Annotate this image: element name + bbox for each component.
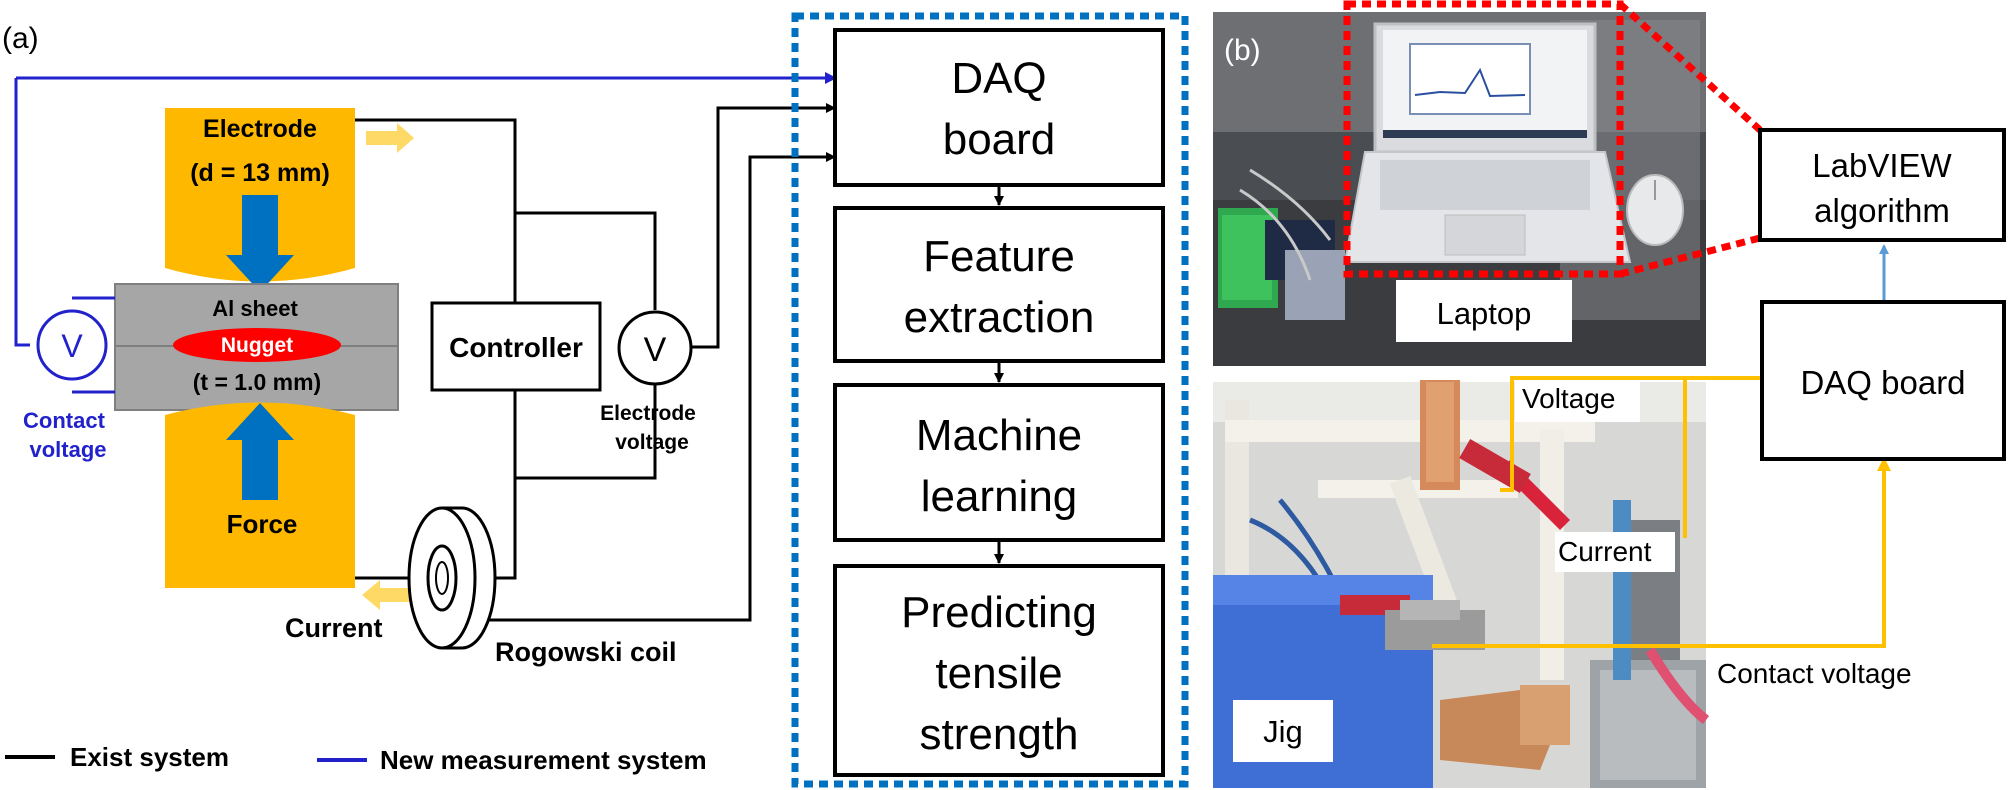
electrode-voltmeter-symbol: V xyxy=(644,331,667,369)
flow-step-feature-line1: Feature xyxy=(923,232,1075,281)
legend-label-new: New measurement system xyxy=(380,745,707,775)
electrode-voltmeter-bottom-wire xyxy=(515,385,657,480)
flow-step-feature-line2: extraction xyxy=(904,293,1095,342)
force-label: Force xyxy=(227,509,298,539)
highlight-connector-bottom xyxy=(1619,234,1761,278)
electrode-voltmeter-top-wire xyxy=(515,211,657,310)
controller-box xyxy=(430,301,602,392)
flow-step-ml-line1: Machine xyxy=(916,411,1082,460)
flow-step-daq-board xyxy=(833,28,1165,187)
force-arrow-down xyxy=(226,195,294,292)
upper-current-arrow xyxy=(366,123,414,153)
flow-step-feature-extraction xyxy=(833,206,1165,363)
current-label-box xyxy=(1555,532,1675,572)
flow-dashed-border xyxy=(791,12,1189,788)
laptop-label-box xyxy=(1396,280,1572,342)
flow-step-predict-line2: tensile xyxy=(935,649,1062,698)
contact-voltage-label-line1: Contact xyxy=(23,408,106,433)
laptop-photo xyxy=(1213,12,1706,366)
flow-step-predicting-strength xyxy=(833,564,1165,777)
current-signal-label: Current xyxy=(1558,536,1652,567)
nugget xyxy=(173,328,341,362)
current-label: Current xyxy=(285,613,383,643)
nugget-label: Nugget xyxy=(221,334,293,357)
laptop-label: Laptop xyxy=(1437,296,1532,331)
controller-label: Controller xyxy=(449,332,583,363)
electrode-voltage-label-line1: Electrode xyxy=(600,402,696,425)
voltage-signal-line xyxy=(1500,376,1762,492)
contact-voltage-label-line2: voltage xyxy=(29,437,106,462)
sheet-thickness-label: (t = 1.0 mm) xyxy=(193,369,321,395)
flow-step-ml-line2: learning xyxy=(921,472,1078,521)
al-sheet-label: Al sheet xyxy=(212,296,298,321)
flow-step-daq-line2: board xyxy=(943,115,1056,164)
labview-line2: algorithm xyxy=(1814,192,1950,229)
voltage-label: Voltage xyxy=(1522,383,1615,414)
contact-voltage-signal-line xyxy=(1432,457,1891,648)
electrode-voltage-label-line2: voltage xyxy=(615,431,689,454)
flow-step-predict-line1: Predicting xyxy=(901,588,1097,637)
contact-voltmeter xyxy=(36,309,108,381)
flow-step-daq-line1: DAQ xyxy=(951,54,1046,103)
contact-voltmeter-leads xyxy=(72,296,115,394)
laptop-highlight-box xyxy=(1343,0,1624,278)
jig-label-box xyxy=(1233,700,1333,762)
electrode-diameter-label: (d = 13 mm) xyxy=(190,159,330,187)
labview-line1: LabVIEW xyxy=(1812,147,1952,184)
voltage-label-box xyxy=(1515,380,1640,422)
rogowski-coil-core xyxy=(435,561,449,595)
electrode-voltmeter xyxy=(617,310,693,386)
panel-b-label: (b) xyxy=(1224,34,1261,67)
upper-electrode xyxy=(165,108,355,282)
contact-voltage-wire-top xyxy=(14,78,30,347)
contact-voltage-signal-label: Contact voltage xyxy=(1717,658,1912,689)
daq-board-box xyxy=(1760,300,2006,461)
panel-a-label: (a) xyxy=(2,22,39,55)
force-arrow-up xyxy=(226,403,294,500)
electrode-label: Electrode xyxy=(203,115,317,143)
jig-label: Jig xyxy=(1263,714,1303,749)
daq-board-label: DAQ board xyxy=(1800,364,1965,401)
upper-electrode-wire xyxy=(355,118,517,303)
flow-step-predict-line3: strength xyxy=(920,710,1079,759)
labview-algorithm-box xyxy=(1758,128,2006,242)
flow-step-machine-learning xyxy=(833,383,1165,542)
legend-label-exist: Exist system xyxy=(70,742,229,772)
contact-voltmeter-symbol: V xyxy=(61,328,83,364)
electrode-voltage-to-daq-wire xyxy=(690,103,836,349)
lower-current-arrow xyxy=(362,580,410,610)
highlight-connector-top xyxy=(1617,1,1763,133)
rogowski-coil-label: Rogowski coil xyxy=(495,637,677,667)
